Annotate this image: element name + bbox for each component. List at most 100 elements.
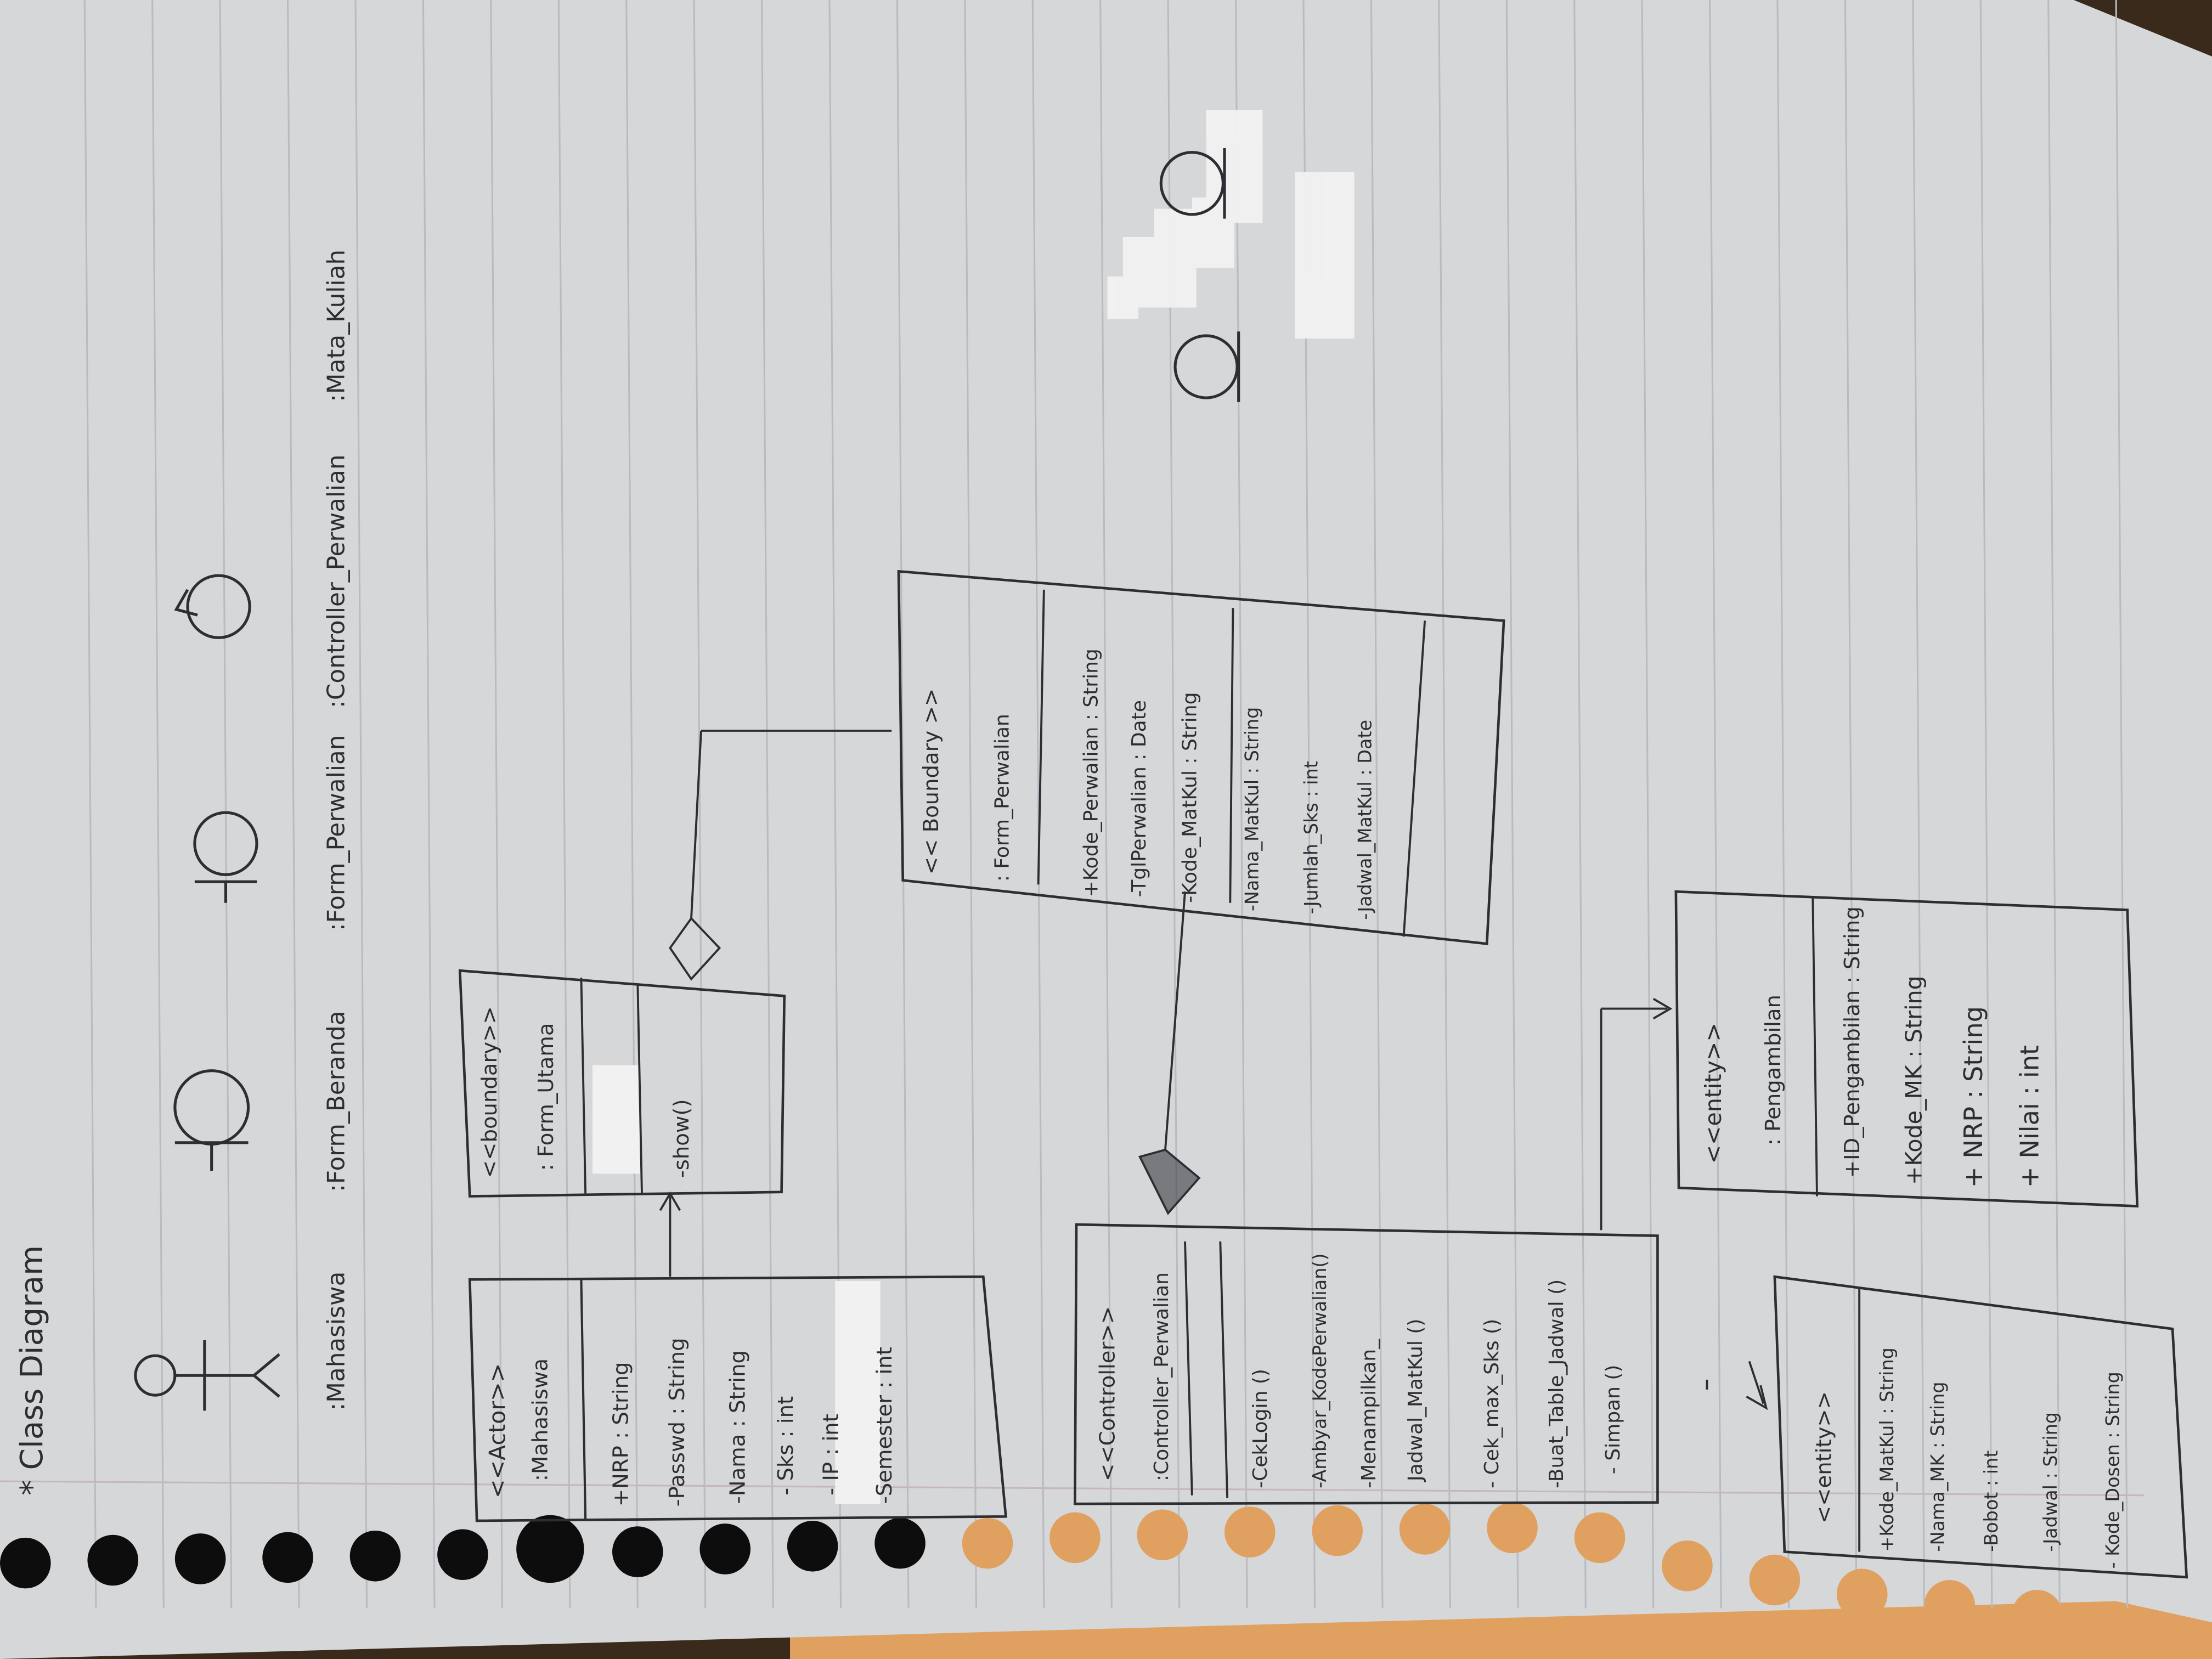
margin-line (0, 1480, 2145, 1497)
controller-operation: -CekLogin () (1249, 1369, 1272, 1488)
form-perwalian-operation: -Jumlah_Sks : int (1301, 761, 1322, 914)
form-perwalian-stereotype: << Boundary >> (919, 689, 944, 874)
rule-line (1370, 0, 1384, 1609)
rule-line (1709, 0, 1722, 1609)
form-perwalian-operation: -Nama_MatKul : String (1242, 707, 1263, 912)
matakuliah-attribute: -Nama_MK : String (1927, 1381, 1948, 1551)
binder-hole (874, 1517, 926, 1569)
binder-hole (1312, 1505, 1363, 1556)
binder-hole (699, 1523, 751, 1575)
rule-line (354, 0, 368, 1609)
rule-line (422, 0, 436, 1609)
pengambilan-name: : Pengambilan (1761, 995, 1786, 1146)
form-utama-name: : Form_Utama (534, 1023, 558, 1171)
page-title: * Class Diagram (14, 1245, 50, 1496)
controller-operation: -Ambyar_KodePerwalian() (1309, 1254, 1330, 1488)
binder-hole (1224, 1506, 1276, 1558)
rule-line (557, 0, 571, 1609)
binder-hole (1837, 1568, 1888, 1620)
binder-hole (0, 1537, 51, 1589)
rule-line (1844, 0, 1858, 1609)
rule-line (1099, 0, 1113, 1609)
matakuliah-attribute: - Kode_Dosen : String (2102, 1372, 2123, 1568)
form-perwalian-attribute: -TglPerwalian : Date (1128, 700, 1150, 897)
matakuliah-attribute: +Kode_MatKul : String (1876, 1347, 1898, 1551)
actor-stereotype: <<Actor>> (484, 1363, 511, 1498)
class-box-matakuliah: <<entity>> +Kode_MatKul : String -Nama_M… (1773, 1275, 2188, 1579)
binder-hole (349, 1531, 401, 1582)
controller-name: :Controller_Perwalian (1150, 1272, 1173, 1481)
rule-line (490, 0, 503, 1609)
rule-line (287, 0, 300, 1609)
rule-line (83, 0, 97, 1609)
rule-line (2115, 0, 2129, 1609)
pengambilan-attribute: + Nilai : int (2015, 1045, 2045, 1188)
controller-operation: - Simpan () (1602, 1365, 1624, 1475)
lifeline-label: :Mata_Kuliah (322, 250, 350, 402)
rule-line (1573, 0, 1587, 1609)
entity-icon (1159, 148, 1240, 402)
binder-hole (1137, 1509, 1188, 1560)
binder-hole (437, 1529, 488, 1580)
rule-line (2047, 0, 2061, 1609)
actor-attribute: -Nama : String (726, 1350, 751, 1504)
binder-hole (1924, 1580, 1975, 1631)
binder-hole (516, 1515, 584, 1583)
form-perwalian-name: : Form_Perwalian (991, 714, 1014, 882)
matakuliah-attribute: -Bobot : int (1980, 1451, 2002, 1552)
controller-operation: -Menampilkan_ (1358, 1339, 1380, 1488)
binder-hole (962, 1517, 1013, 1569)
pengambilan-attribute: +ID_Pengambilan : String (1840, 906, 1865, 1178)
class-box-form-perwalian: << Boundary >> : Form_Perwalian +Kode_Pe… (897, 569, 1505, 945)
actor-attribute: +NRP : String (608, 1362, 633, 1506)
rule-line (1438, 0, 1451, 1609)
lifeline-label: :Form_Beranda (322, 1011, 350, 1192)
rule-line (1505, 0, 1519, 1609)
binder-hole (1487, 1502, 1538, 1554)
rule-line (1641, 0, 1655, 1609)
boundary-icon (173, 1069, 250, 1171)
actor-attribute: -Semester : int (872, 1347, 897, 1504)
composition-connector (1138, 891, 1201, 1215)
form-perwalian-attribute: -Kode_MatKul : String (1179, 692, 1201, 903)
binder-hole (612, 1526, 663, 1577)
class-box-pengambilan: <<entity>> : Pengambilan +ID_Pengambilan… (1674, 890, 2139, 1207)
form-perwalian-attribute: +Kode_Perwalian : String (1080, 648, 1103, 897)
form-perwalian-operation: -Jadwal_MatKul : Date (1354, 720, 1375, 920)
rule-line (151, 0, 165, 1609)
pengambilan-stereotype: <<entity>> (1700, 1023, 1726, 1164)
rule-line (219, 0, 233, 1609)
rule-line (693, 0, 707, 1609)
actor-name: :Mahasiswa (528, 1358, 553, 1481)
binder-hole (1749, 1554, 1801, 1606)
control-icon (174, 574, 251, 639)
actor-attribute: - Sks : int (774, 1396, 798, 1496)
binder-hole (87, 1534, 138, 1586)
binder-hole (262, 1532, 313, 1583)
pengambilan-attribute: + NRP : String (1959, 1006, 1988, 1188)
controller-operation: -Buat_Table_Jadwal () (1545, 1279, 1568, 1488)
rule-line (1031, 0, 1045, 1609)
controller-operation: Jadwal_MatKul () (1404, 1319, 1427, 1482)
class-box-form-utama: <<boundary>> : Form_Utama -show() (458, 969, 786, 1198)
class-box-controller: <<Controller>> :Controller_Perwalian -Ce… (1074, 1223, 1659, 1505)
binder-hole (2011, 1590, 2063, 1641)
ruled-lines (83, 0, 2129, 1609)
binder-holes (0, 1502, 2063, 1641)
aggregation-connector (669, 730, 892, 981)
binder-hole (1399, 1504, 1451, 1555)
matakuliah-attribute: -Jadwal : String (2040, 1412, 2061, 1552)
lifeline-label: :Controller_Perwalian (322, 454, 350, 708)
rule-line (1979, 0, 1993, 1609)
form-utama-operation: -show() (669, 1099, 694, 1178)
matakuliah-stereotype: <<entity>> (1812, 1391, 1837, 1523)
actor-icon (134, 1340, 280, 1411)
form-utama-stereotype: <<boundary>> (477, 1006, 502, 1178)
lifeline-label: :Mahasiswa (322, 1272, 350, 1411)
rule-line (1912, 0, 1925, 1609)
binder-hole (1574, 1512, 1626, 1564)
lifeline-label: :Form_Perwalian (322, 735, 350, 932)
dependency-arrow (1706, 1361, 1768, 1410)
controller-stereotype: <<Controller>> (1095, 1306, 1120, 1481)
